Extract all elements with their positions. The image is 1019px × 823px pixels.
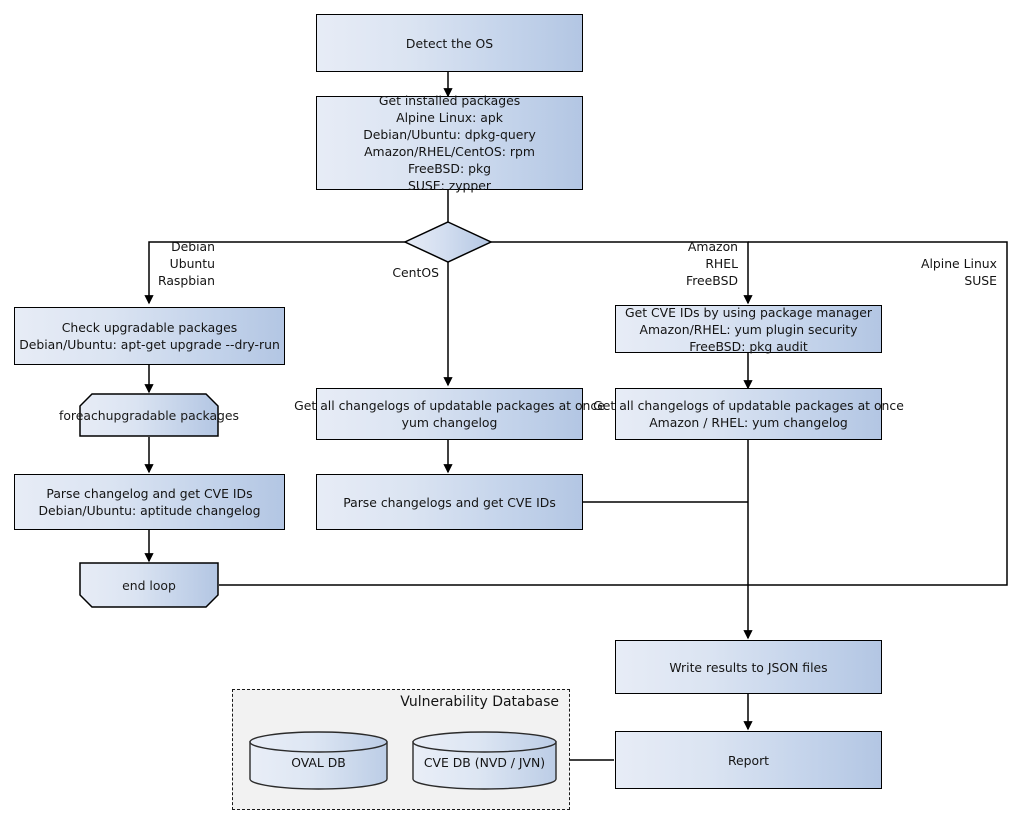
- node-get-installed-packages-text-line-1: Get installed packages: [378, 93, 521, 108]
- branch-label-amazon-line-2: RHEL: [705, 256, 738, 271]
- node-detect-os-text: Detect the OS: [317, 35, 582, 52]
- node-get-installed-packages-text-line-5: FreeBSD: pkg: [407, 161, 491, 176]
- node-get-cve-ids-pkgmgr-text-line-1: Get CVE IDs by using package manager: [625, 304, 872, 320]
- node-write-results-text-line-1: Write results to JSON files: [669, 659, 828, 675]
- branch-label-alpine-line-2: SUSE: [964, 273, 997, 288]
- node-report[interactable]: Report: [615, 731, 882, 789]
- database-cve[interactable]: CVE DB (NVD / JVN): [412, 731, 557, 790]
- node-parse-changelogs-centos-text: Parse changelogs and get CVE IDs: [317, 494, 582, 511]
- database-cve-label: CVE DB (NVD / JVN): [423, 755, 546, 770]
- branch-label-debian: Debian Ubuntu Raspbian: [155, 238, 215, 289]
- branch-label-debian-line-3: Raspbian: [157, 273, 215, 288]
- node-get-changelogs-rhel[interactable]: Get all changelogs of updatable packages…: [593, 388, 904, 440]
- node-parse-changelog-deb-text-line-1: Parse changelog and get CVE IDs: [46, 486, 253, 501]
- node-get-changelogs-centos[interactable]: Get all changelogs of updatable packages…: [294, 388, 605, 440]
- node-get-installed-packages-text-line-6: SUSE: zypper: [407, 178, 492, 193]
- node-end-loop[interactable]: end loop: [79, 562, 219, 608]
- database-oval[interactable]: OVAL DB: [249, 731, 388, 790]
- node-detect-os[interactable]: Detect the OS: [316, 14, 583, 72]
- node-foreach-loop[interactable]: foreachupgradable packages: [59, 393, 239, 437]
- node-get-cve-ids-pkgmgr-text-line-3: FreeBSD: pkg audit: [689, 338, 808, 354]
- branch-label-centos-line-1: CentOS: [392, 265, 439, 280]
- node-report-text: Report: [616, 752, 881, 769]
- node-get-changelogs-centos-text: Get all changelogs of updatable packages…: [294, 397, 605, 431]
- node-parse-changelogs-centos-text-line-1: Parse changelogs and get CVE IDs: [343, 494, 556, 510]
- node-report-text-line-1: Report: [727, 752, 770, 768]
- node-check-upgradable-text-line-2: Debian/Ubuntu: apt-get upgrade --dry-run: [19, 337, 280, 352]
- node-get-installed-packages-text-line-4: Amazon/RHEL/CentOS: rpm: [364, 144, 535, 159]
- node-get-changelogs-centos-text-line-1: Get all changelogs of updatable packages…: [294, 398, 605, 413]
- node-get-installed-packages-text-line-2: Alpine Linux: apk: [396, 110, 503, 125]
- node-write-results-text: Write results to JSON files: [616, 659, 881, 676]
- branch-label-amazon-line-1: Amazon: [687, 239, 738, 254]
- node-parse-changelogs-centos[interactable]: Parse changelogs and get CVE IDs: [316, 474, 583, 530]
- node-detect-os-text-line-1: Detect the OS: [405, 35, 494, 51]
- database-oval-label: OVAL DB: [291, 755, 346, 770]
- node-get-changelogs-rhel-text: Get all changelogs of updatable packages…: [593, 397, 904, 431]
- node-get-changelogs-centos-text-line-2: yum changelog: [401, 415, 498, 430]
- node-check-upgradable-text-line-1: Check upgradable packages: [61, 320, 238, 335]
- vulnerability-database-title: Vulnerability Database: [400, 694, 559, 710]
- node-get-cve-ids-pkgmgr-text-line-2: Amazon/RHEL: yum plugin security: [639, 321, 858, 337]
- branch-label-alpine-line-1: Alpine Linux: [920, 256, 997, 271]
- branch-label-centos: CentOS: [379, 264, 439, 281]
- node-get-changelogs-rhel-text-line-1: Get all changelogs of updatable packages…: [593, 398, 904, 413]
- branch-label-alpine: Alpine Linux SUSE: [897, 255, 997, 289]
- branch-label-amazon-line-3: FreeBSD: [686, 273, 738, 288]
- node-get-changelogs-rhel-text-line-2: Amazon / RHEL: yum changelog: [649, 415, 848, 430]
- branch-label-debian-line-2: Ubuntu: [169, 256, 215, 271]
- node-os-decision[interactable]: [403, 221, 493, 263]
- node-get-installed-packages-text-line-3: Debian/Ubuntu: dpkg-query: [363, 127, 536, 142]
- node-write-results[interactable]: Write results to JSON files: [615, 640, 882, 694]
- branch-label-amazon: Amazon RHEL FreeBSD: [678, 238, 738, 289]
- node-parse-changelog-deb-text-line-2: Debian/Ubuntu: aptitude changelog: [38, 503, 261, 518]
- branch-label-debian-line-1: Debian: [171, 239, 215, 254]
